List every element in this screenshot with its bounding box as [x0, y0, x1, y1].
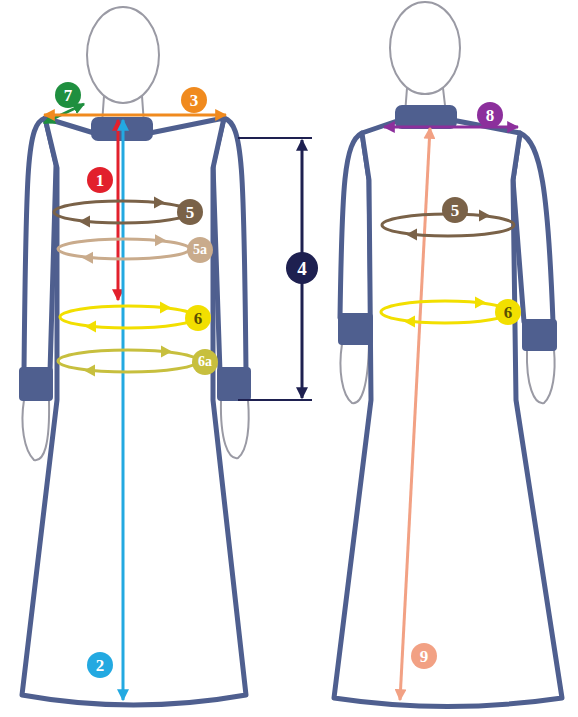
collars-and-cuffs: [20, 106, 556, 400]
callout-number: 3: [181, 87, 207, 113]
arrow-head: [79, 216, 90, 228]
callout-text: 6a: [198, 355, 212, 369]
measurement-lines: [44, 104, 518, 700]
arrow-head: [406, 229, 417, 241]
callout-text: 2: [96, 657, 105, 674]
callout-text: 6: [504, 304, 513, 321]
bracket-tick: [238, 137, 312, 139]
bracket-tick: [238, 399, 312, 401]
arrow-head: [404, 316, 415, 328]
girth-ring: [58, 350, 198, 372]
measure-line: [44, 114, 226, 117]
callout-number: 6a: [192, 349, 218, 375]
girth-ring: [58, 239, 190, 259]
callout-number: 9: [411, 643, 437, 669]
callout-number: 2: [87, 652, 113, 678]
callout-text: 5: [451, 202, 460, 219]
arrow-head: [161, 345, 172, 357]
callout-text: 4: [297, 259, 307, 278]
callout-number: 7: [55, 82, 81, 108]
callout-text: 9: [420, 648, 429, 665]
girth-ring: [54, 201, 190, 223]
callout-number: 6: [185, 305, 211, 331]
callout-text: 3: [190, 92, 199, 109]
girth-ring: [60, 306, 196, 328]
callout-text: 5: [186, 204, 195, 221]
callout-text: 5a: [193, 243, 207, 257]
callout-text: 6: [194, 310, 203, 327]
arrow-head: [82, 252, 93, 264]
arrow-head: [155, 234, 166, 246]
arrow-head: [154, 196, 165, 208]
callout-number: 4: [286, 252, 318, 284]
callout-number: 5a: [187, 237, 213, 263]
arrow-head: [475, 296, 486, 308]
gown-outline: [22, 118, 562, 707]
girth-ring: [381, 301, 509, 323]
callout-number: 6: [495, 299, 521, 325]
callout-number: 1: [87, 167, 113, 193]
measure-line: [117, 120, 120, 300]
callout-text: 1: [96, 172, 105, 189]
callout-text: 7: [64, 87, 73, 104]
arrow-head: [84, 365, 95, 377]
measure-line: [122, 120, 125, 700]
callout-number: 5: [442, 197, 468, 223]
arrow-head: [85, 321, 96, 333]
callout-number: 8: [477, 102, 503, 128]
callout-text: 8: [486, 107, 495, 124]
measure-line: [384, 126, 518, 129]
arrow-head: [160, 301, 171, 313]
arrow-head: [479, 209, 490, 221]
callout-number: 5: [177, 199, 203, 225]
